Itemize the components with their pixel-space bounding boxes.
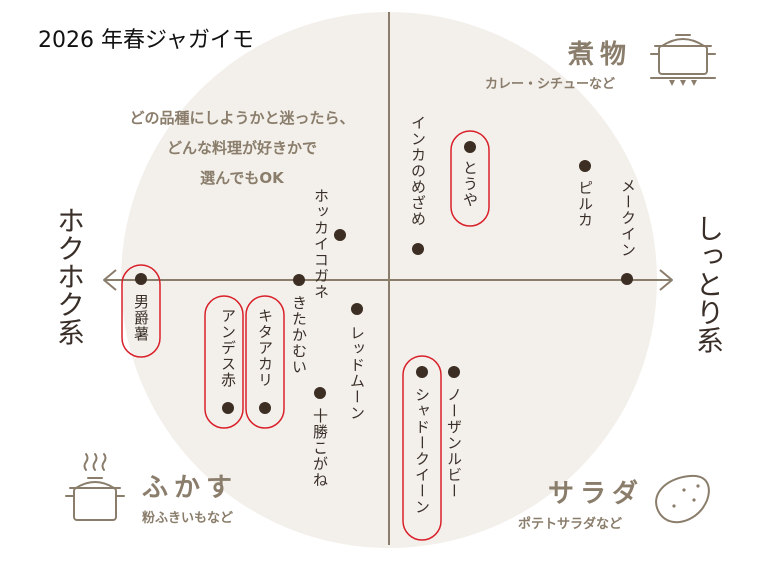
highlight-frame-touya	[450, 130, 490, 227]
variety-dot-red-moon	[351, 303, 363, 315]
variety-dot-tokachi-kogane	[314, 387, 326, 399]
guidance-note: どの品種にしようかと迷ったら、 どんな料理が好きかで 選んでもOK	[92, 103, 392, 193]
category-salad-examples: ポテトサラダなど	[518, 517, 623, 532]
variety-label: ノーザンルビー	[445, 387, 463, 499]
variety-label-highlighted: シャドークイーン	[413, 387, 431, 515]
variety-label: きたかむい	[290, 295, 308, 375]
guidance-note-line: 選んでもOK	[200, 169, 284, 187]
guidance-note-line: どの品種にしようかと迷ったら、	[129, 109, 355, 127]
variety-label: レッドムーン	[348, 325, 366, 421]
variety-dot-northern-ruby	[448, 366, 460, 378]
variety-dot-kitakamui	[293, 274, 305, 286]
variety-label: メークイン	[619, 178, 637, 258]
variety-dot-pirika	[579, 160, 591, 172]
variety-dot-andes-aka	[222, 402, 234, 414]
highlight-frame-andes-aka	[204, 295, 244, 429]
variety-dot-danshaku	[135, 273, 147, 285]
variety-label: ピルカ	[576, 180, 594, 228]
axis-label-left: ホクホク系	[53, 206, 86, 346]
page-title: 2026 年春ジャガイモ	[38, 28, 254, 53]
variety-label: インカのめざめ	[409, 115, 427, 227]
category-nimono-examples: カレー・シチューなど	[485, 77, 616, 92]
variety-dot-may-queen	[621, 273, 633, 285]
highlight-frame-shadow-queen	[402, 355, 442, 541]
highlight-frame-kita-akari	[245, 295, 285, 429]
variety-label: ホッカイコガネ	[312, 188, 330, 300]
potato-icon	[655, 474, 710, 524]
variety-label-highlighted: 男爵薯	[132, 294, 150, 342]
highlight-frame-danshaku	[121, 264, 161, 358]
axis-label-right: しっとり系	[692, 214, 725, 354]
variety-label-highlighted: アンデス赤	[219, 308, 237, 388]
axis-arrow-right	[659, 269, 673, 291]
variety-dot-hokkai-kogane	[334, 229, 346, 241]
guidance-note-line: どんな料理が好きかで	[166, 139, 317, 157]
variety-label: 十勝こがね	[311, 408, 329, 488]
variety-dot-touya	[464, 141, 476, 153]
axis-arrow-left	[103, 269, 117, 291]
variety-label-highlighted: キタアカリ	[256, 308, 274, 388]
category-salad: サラダ	[548, 479, 645, 509]
category-fukasu-examples: 粉ふきいもなど	[142, 511, 234, 526]
pot-on-stove-icon	[650, 34, 716, 86]
steaming-pot-icon	[65, 453, 125, 521]
variety-dot-shadow-queen	[416, 366, 428, 378]
category-nimono: 煮物	[568, 40, 633, 70]
variety-label-highlighted: とうや	[461, 160, 479, 208]
variety-dot-inca	[412, 243, 424, 255]
category-fukasu: ふかす	[142, 473, 239, 503]
variety-dot-kita-akari	[259, 402, 271, 414]
